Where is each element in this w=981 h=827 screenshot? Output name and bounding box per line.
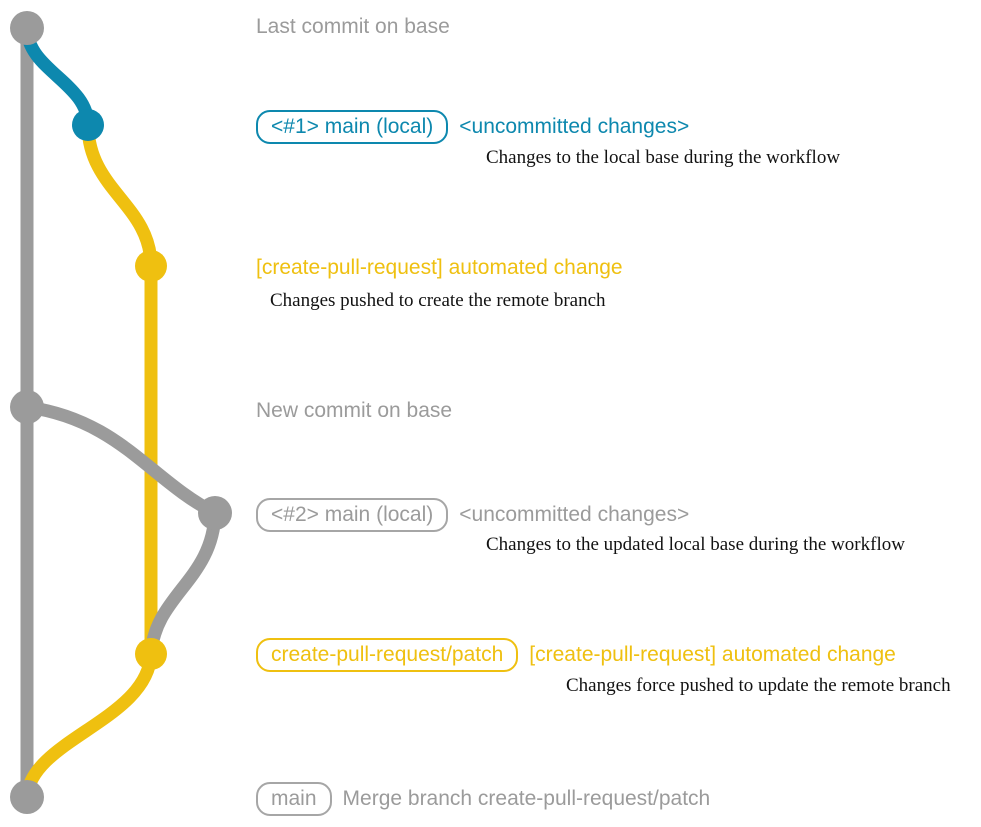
row-local-main-2: <#2> main (local) <uncommitted changes> [256, 498, 689, 532]
commit-subject-local-main-2: <uncommitted changes> [459, 503, 690, 526]
node-base-head [10, 11, 44, 45]
note-automated-change-2: Changes force pushed to update the remot… [566, 675, 951, 696]
node-base-new-commit [10, 390, 44, 424]
node-local-main-2 [198, 496, 232, 530]
commit-subject-merge: Merge branch create-pull-request/patch [342, 787, 711, 810]
node-merge-commit [10, 780, 44, 814]
edge-patch-2-to-merge [20, 647, 158, 804]
edge-local-1-to-patch-1 [81, 118, 158, 273]
branch-pill-local-main-2[interactable]: <#2> main (local) [256, 498, 449, 532]
row-local-main-1: <#1> main (local) <uncommitted changes> [256, 110, 689, 144]
node-patch-commit-1 [135, 250, 167, 282]
note-local-main-1: Changes to the local base during the wor… [486, 147, 841, 168]
label-new-commit-on-base: New commit on base [256, 399, 453, 422]
commit-subject-automated-change-2: [create-pull-request] automated change [529, 643, 896, 666]
node-local-main-1 [72, 109, 104, 141]
edge-base-new-to-local-2 [20, 400, 222, 520]
label-last-commit-on-base: Last commit on base [256, 15, 450, 38]
branch-pill-local-main-1[interactable]: <#1> main (local) [256, 110, 449, 144]
note-local-main-2: Changes to the updated local base during… [486, 534, 905, 555]
node-patch-commit-2 [135, 638, 167, 670]
note-automated-change-1: Changes pushed to create the remote bran… [270, 290, 606, 311]
commit-subject-local-main-1: <uncommitted changes> [459, 115, 690, 138]
branch-pill-create-pull-request-patch[interactable]: create-pull-request/patch [256, 638, 519, 672]
edge-local-2-to-patch-2 [144, 506, 222, 661]
label-automated-change-1: [create-pull-request] automated change [256, 256, 623, 279]
edge-base-to-local-1 [20, 21, 95, 132]
row-merge-commit: main Merge branch create-pull-request/pa… [256, 782, 710, 816]
branch-pill-main[interactable]: main [256, 782, 332, 816]
row-automated-change-2: create-pull-request/patch [create-pull-r… [256, 638, 896, 672]
